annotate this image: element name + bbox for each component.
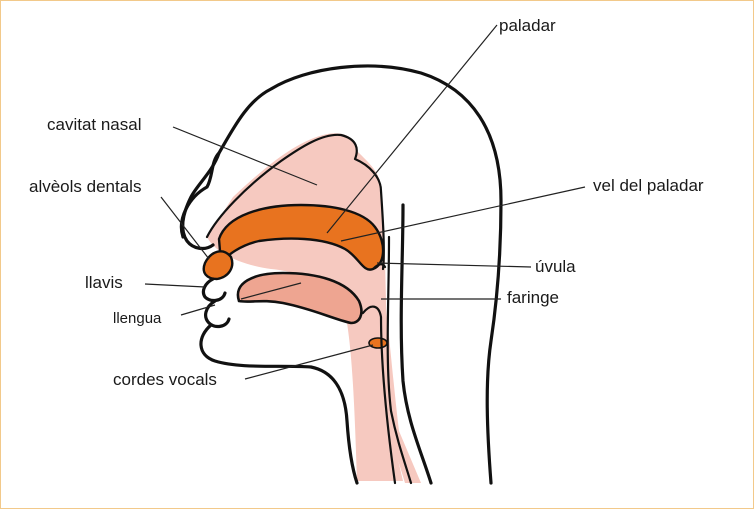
leader-llavis [145,284,205,287]
label-cavitat-nasal: cavitat nasal [47,115,142,134]
leader-alveols-dentals [161,197,209,259]
leader-llengua [181,305,215,315]
label-alveols-dentals: alvèols dentals [29,177,141,196]
vocal-cords-fill [369,338,387,348]
label-vel-del-paladar: vel del paladar [593,176,704,195]
pharynx-back-wall [401,205,431,483]
label-llavis: llavis [85,273,123,292]
label-uvula: úvula [535,257,576,276]
label-cordes-vocals: cordes vocals [113,370,217,389]
label-paladar: paladar [499,16,556,35]
label-faringe: faringe [507,288,559,307]
leader-uvula [377,263,531,267]
alveolar-fill [204,251,232,279]
leader-paladar [327,25,497,233]
label-llengua: llengua [113,310,162,327]
